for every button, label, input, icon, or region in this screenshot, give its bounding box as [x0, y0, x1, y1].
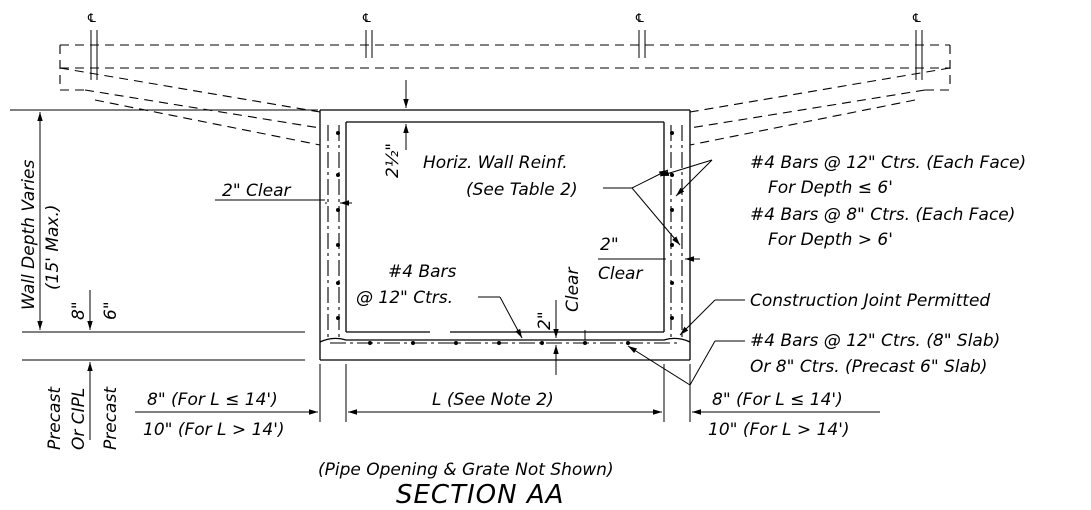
precast-label-2: Precast	[101, 386, 121, 450]
subtitle: (Pipe Opening & Grate Not Shown)	[318, 460, 614, 480]
wall-reinforcement	[327, 125, 683, 338]
centerline-symbol: ℄	[635, 11, 644, 25]
span-label: L (See Note 2)	[432, 390, 554, 410]
clear-left-label: 2" Clear	[222, 181, 292, 201]
slab-bars-leader	[627, 345, 691, 386]
centerline-symbol: ℄	[87, 11, 96, 25]
bars-8-each-face-label: #4 Bars @ 8" Ctrs. (Each Face)	[750, 205, 1015, 225]
bottom-dimensions	[135, 364, 880, 422]
slab-reinforcement	[330, 341, 680, 345]
slab-bars-label-2: Or 8" Ctrs. (Precast 6" Slab)	[750, 357, 987, 377]
two-half-label: 2½"	[383, 143, 403, 178]
slab-clear-label: Clear	[563, 267, 583, 312]
for-depth-gt6-label: For Depth > 6'	[768, 230, 893, 250]
concrete-box	[319, 109, 691, 361]
clear-right-word: Clear	[598, 264, 643, 284]
six-inch-label: 6"	[101, 301, 121, 320]
at12-label: @ 12" Ctrs.	[356, 288, 453, 308]
bars-12-each-face-label: #4 Bars @ 12" Ctrs. (Each Face)	[750, 153, 1026, 173]
construction-joint-label: Construction Joint Permitted	[750, 291, 990, 311]
horiz-wall-table-label: (See Table 2)	[466, 180, 578, 200]
for-depth-le6-label: For Depth ≤ 6'	[768, 178, 893, 198]
left-dimensions	[10, 109, 318, 440]
left-thickness-10-label: 10" (For L > 14')	[143, 420, 285, 440]
precast-label: Precast	[45, 386, 65, 450]
eight-inch-label: 8"	[69, 301, 89, 320]
or-cipl-label: Or CIPL	[69, 388, 89, 450]
bars4-leader	[499, 296, 523, 339]
left-thickness-8-label: 8" (For L ≤ 14')	[147, 390, 278, 410]
slab-bars-label-1: #4 Bars @ 12" Ctrs. (8" Slab)	[750, 331, 1000, 351]
centerline-symbol: ℄	[912, 11, 921, 25]
bars-leader	[659, 159, 713, 177]
clear-right-num: 2"	[600, 235, 619, 255]
right-thickness-8-label: 8" (For L ≤ 14')	[712, 390, 843, 410]
centerline-marks: ℄ ℄ ℄ ℄	[87, 11, 923, 80]
wall-depth-label: Wall Depth Varies	[19, 160, 39, 310]
section-title: SECTION AA	[396, 480, 564, 510]
bars4-label: #4 Bars	[388, 262, 457, 282]
top-dashed-outline	[59, 44, 951, 146]
wall-depth-max-label: (15' Max.)	[43, 204, 63, 290]
construction-joint-leader	[679, 299, 716, 336]
slab-two-label: 2"	[535, 311, 555, 330]
centerline-symbol: ℄	[362, 11, 371, 25]
right-thickness-10-label: 10" (For L > 14')	[708, 420, 850, 440]
horiz-wall-reinf-label: Horiz. Wall Reinf.	[423, 153, 568, 173]
